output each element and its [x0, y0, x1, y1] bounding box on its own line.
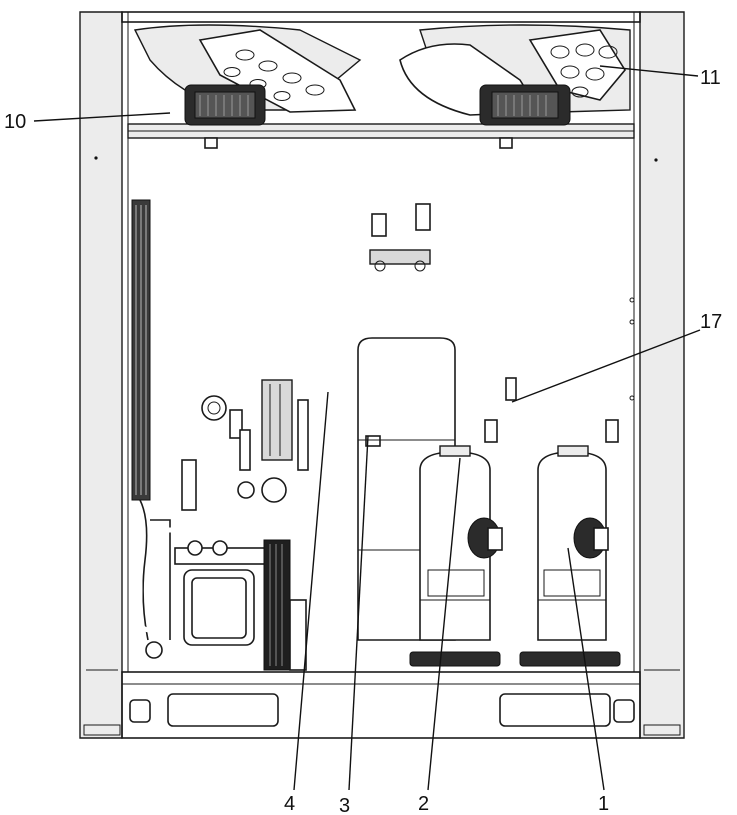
- callout-label-17: 17: [700, 311, 722, 333]
- callout-label-11: 11: [700, 67, 721, 89]
- compressor-1-terminal-box: [573, 517, 609, 559]
- callout-label-10: 10: [4, 111, 26, 133]
- callout-label-3: 3: [339, 795, 350, 815]
- discharge-temperature-sensor: [484, 377, 619, 443]
- callout-10: 10: [4, 111, 171, 133]
- heat-exchanger-coil: [131, 199, 171, 641]
- callout-label-4: 4: [284, 793, 295, 815]
- callout-label-2: 2: [418, 793, 429, 815]
- compressor-1: [519, 445, 621, 667]
- callout-17: 17: [511, 311, 722, 403]
- fan-assembly-right: [399, 24, 631, 149]
- compressor-2-terminal-box: [467, 517, 503, 559]
- valve-cluster-left: [181, 379, 309, 511]
- compressor-2: [409, 445, 503, 667]
- callout-4: 4: [284, 391, 329, 815]
- callout-11: 11: [599, 65, 721, 89]
- callout-2: 2: [418, 457, 461, 815]
- callout-1: 1: [567, 547, 609, 815]
- fan-motor-right: [479, 84, 571, 149]
- four-way-valve: [369, 203, 431, 272]
- callout-label-1: 1: [598, 793, 609, 815]
- plate-heat-exchanger: [145, 539, 307, 671]
- fan-blade-holes-right: [550, 43, 618, 98]
- cabinet-frame: [79, 11, 685, 739]
- fan-motor-left: [184, 84, 266, 149]
- callout-3: 3: [339, 435, 369, 815]
- fan-assembly-left: [133, 24, 362, 149]
